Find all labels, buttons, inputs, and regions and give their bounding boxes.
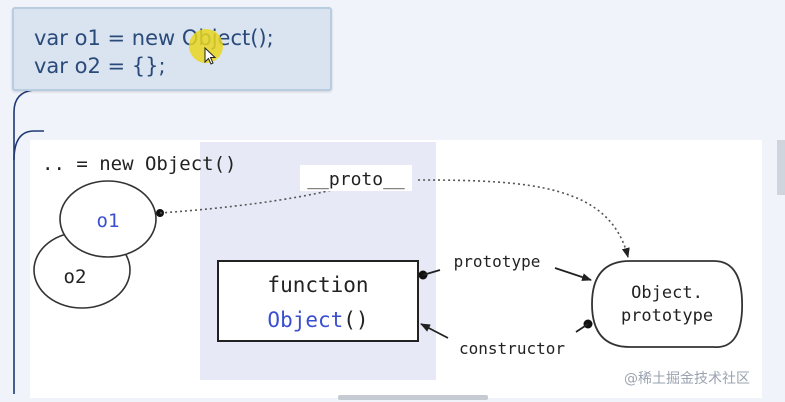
o1-label: o1	[97, 210, 120, 232]
prototype-link-line-2	[554, 267, 592, 281]
constructor-label: constructor	[459, 339, 565, 358]
proto-link-line-2	[417, 179, 630, 258]
prototype-link-line-1	[422, 269, 441, 276]
watermark: @稀土掘金技术社区	[624, 371, 750, 387]
constructor-link-line-1	[575, 323, 589, 333]
object-parens: ()	[343, 308, 368, 332]
constructor-link-line-2	[420, 323, 449, 339]
o2-label: o2	[64, 266, 87, 288]
diagram-header: .. = new Object()	[42, 153, 236, 175]
object-prototype-line-2: prototype	[621, 306, 713, 326]
prototype-diagram: .. = new Object() o2 o1 __proto__ functi…	[30, 140, 762, 398]
object-prototype-line-1: Object.	[631, 283, 703, 303]
code-line-2: var o2 = {};	[34, 54, 166, 78]
proto-label-bg	[300, 165, 412, 191]
proto-label: __proto__	[307, 169, 405, 190]
code-line-1: var o1 = new Object();	[34, 26, 274, 50]
horizontal-scrollbar[interactable]	[338, 395, 488, 400]
mouse-pointer-icon	[204, 47, 216, 65]
function-object-box	[217, 260, 419, 342]
object-prototype-shape	[591, 260, 743, 348]
object-name: Object	[267, 308, 343, 332]
proto-link-line	[159, 189, 333, 214]
prototype-label: prototype	[454, 252, 541, 271]
function-name-line: Object()	[267, 308, 368, 332]
code-snippet-box: var o1 = new Object(); var o2 = {};	[12, 7, 332, 91]
diagram-canvas: .. = new Object() o2 o1 __proto__ functi…	[33, 142, 743, 380]
vertical-scrollbar[interactable]	[777, 140, 785, 195]
function-keyword: function	[267, 273, 368, 297]
o1-ellipse	[59, 180, 157, 258]
